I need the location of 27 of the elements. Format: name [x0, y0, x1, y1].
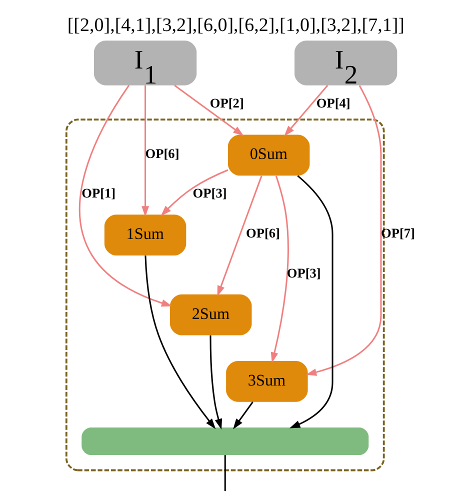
- arrow: [270, 176, 289, 363]
- edge-label: OP[6]: [246, 226, 280, 241]
- arrow: [78, 84, 172, 307]
- edge-label: OP[3]: [192, 186, 227, 201]
- node-box: 0Sum: [228, 134, 310, 176]
- arrow: [217, 176, 262, 296]
- node-box: 2Sum: [170, 294, 252, 336]
- edge-label: OP[7]: [380, 226, 415, 241]
- node-bar: [82, 427, 369, 456]
- edge-label: OP[1]: [82, 186, 116, 201]
- edge-label: OP[6]: [145, 146, 180, 161]
- arrow: [142, 86, 150, 217]
- arrow: [306, 85, 382, 376]
- arrow: [174, 84, 244, 136]
- edge-label: OP[2]: [210, 95, 244, 110]
- arrow: [144, 256, 216, 430]
- arrow: [289, 175, 334, 428]
- arrow: [233, 402, 254, 430]
- node-box: 1Sum: [104, 214, 186, 256]
- node-box: 3Sum: [226, 360, 308, 402]
- edge-label: OP[4]: [316, 95, 350, 110]
- arrow: [284, 84, 328, 136]
- arrow: [160, 169, 228, 216]
- connector: [224, 455, 226, 492]
- arrow: [210, 335, 222, 430]
- edge-label: OP[3]: [286, 266, 321, 281]
- diagram-title: [[2,0],[4,1],[3,2],[6,0],[6,2],[1,0],[3,2],[7,1]]: [67, 15, 404, 36]
